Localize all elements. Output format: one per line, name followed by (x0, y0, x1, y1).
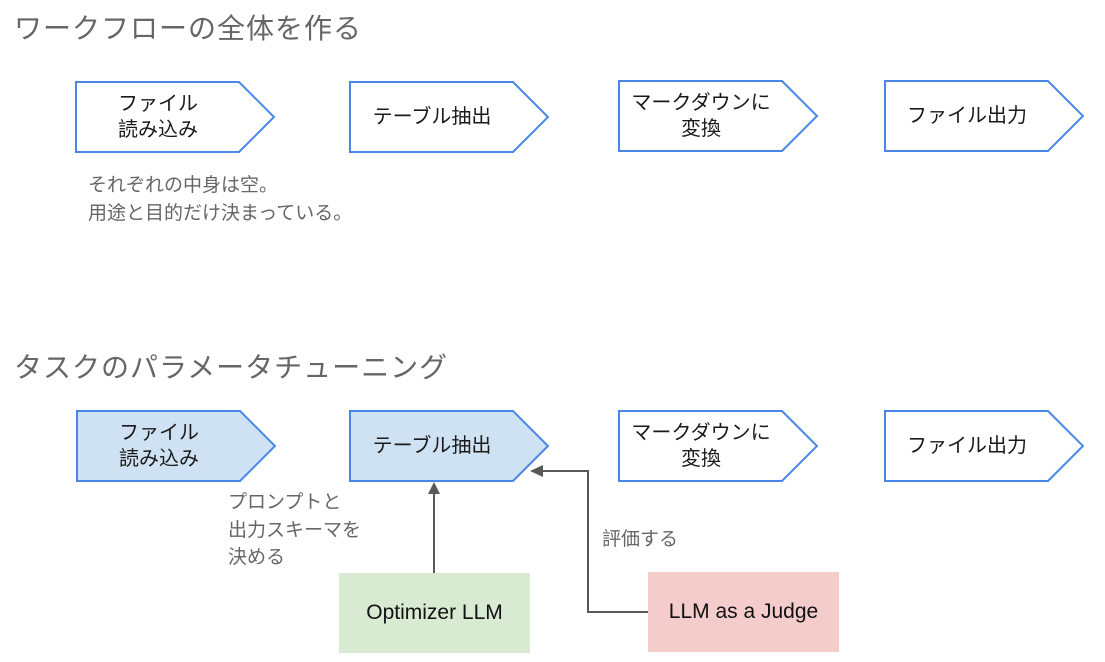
step-label: テーブル抽出 (372, 106, 492, 128)
step-file-output: ファイル出力 (884, 80, 1084, 152)
llm-as-judge-label: LLM as a Judge (668, 600, 819, 623)
step-table-extract-highlighted: テーブル抽出 (349, 410, 549, 482)
step-label: ファイル 読み込み (119, 422, 199, 470)
arrow-step-shape (884, 410, 1084, 482)
step-markdown-convert: マークダウンに 変換 (618, 410, 818, 482)
step-label: マークダウンに 変換 (631, 422, 771, 470)
arrow-step-shape (349, 410, 549, 482)
section-tuning-title: タスクのパラメータチューニング (14, 352, 449, 383)
step-table-extract: テーブル抽出 (349, 81, 549, 153)
step-label: ファイル 読み込み (118, 93, 198, 141)
arrow-step-shape (618, 410, 818, 482)
arrowhead-up-icon (428, 482, 440, 494)
step-label: テーブル抽出 (372, 435, 492, 457)
note-steps-empty: それぞれの中身は空。 用途と目的だけ決まっている。 (88, 175, 353, 224)
optimizer-llm-label: Optimizer LLM (366, 601, 503, 624)
arrow-step-shape (884, 80, 1084, 152)
optimizer-llm-box: Optimizer LLM (339, 573, 530, 653)
step-label: マークダウンに 変換 (631, 92, 771, 140)
note-evaluate: 評価する (602, 529, 679, 550)
step-file-output: ファイル出力 (884, 410, 1084, 482)
step-markdown-convert: マークダウンに 変換 (618, 80, 818, 152)
step-file-read: ファイル 読み込み (75, 81, 275, 153)
step-file-read-highlighted: ファイル 読み込み (76, 410, 276, 482)
section-build-title: ワークフローの全体を作る (14, 13, 363, 44)
arrow-step-shape (75, 81, 275, 153)
arrow-step-shape (76, 410, 276, 482)
arrow-step-shape (349, 81, 549, 153)
arrow-step-shape (618, 80, 818, 152)
optimizer-arrow (428, 482, 440, 573)
step-label: ファイル出力 (907, 105, 1027, 127)
note-prompt-schema: プロンプトと 出力スキーマを 決める (228, 492, 362, 569)
step-label: ファイル出力 (907, 435, 1027, 457)
llm-as-judge-box: LLM as a Judge (648, 572, 839, 652)
